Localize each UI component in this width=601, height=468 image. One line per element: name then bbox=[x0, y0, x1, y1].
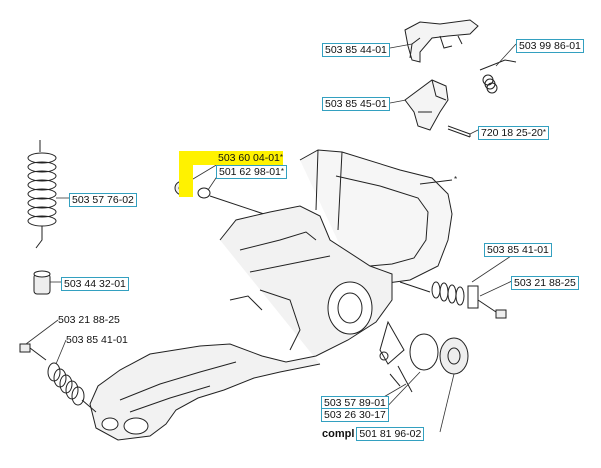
right-spring-drawing bbox=[399, 281, 507, 319]
asterisk: * bbox=[542, 128, 547, 137]
part-label: 503 21 88-25 bbox=[511, 276, 579, 290]
part-label: 503 44 32-01 bbox=[61, 277, 129, 291]
compl-label: compl bbox=[322, 428, 355, 440]
part-number: 720 18 25-20 bbox=[481, 127, 543, 139]
part-label: 503 21 88-25 bbox=[56, 314, 122, 326]
part-label: 503 26 30-17 bbox=[321, 408, 389, 422]
small-spring-drawing bbox=[479, 59, 517, 94]
part-number: 503 60 04-01 bbox=[218, 152, 280, 164]
main-housing-drawing bbox=[89, 149, 453, 441]
throttle-lock-drawing bbox=[404, 79, 449, 131]
asterisk-label: * bbox=[452, 174, 459, 186]
part-label: 503 85 44-01 bbox=[322, 43, 390, 57]
part-label: 501 62 98-01* bbox=[216, 165, 288, 179]
part-number: 503 85 41-01 bbox=[487, 244, 549, 256]
asterisk: * bbox=[279, 153, 284, 162]
asterisk: * bbox=[280, 167, 285, 176]
asterisk: * bbox=[454, 175, 458, 184]
part-number: 503 99 86-01 bbox=[519, 40, 581, 52]
highlight-mark bbox=[179, 151, 283, 165]
trigger-part-drawing bbox=[404, 19, 479, 63]
part-label: 503 85 45-01 bbox=[322, 97, 390, 111]
pin-drawing bbox=[447, 125, 471, 138]
part-number: 503 85 41-01 bbox=[66, 334, 128, 346]
bushing-drawing bbox=[33, 270, 51, 295]
part-label: 503 57 89-01 bbox=[321, 396, 389, 410]
part-number: 503 85 45-01 bbox=[325, 98, 387, 110]
part-label: 503 99 86-01 bbox=[516, 39, 584, 53]
left-spring-drawing bbox=[19, 343, 97, 413]
part-label: 720 18 25-20* bbox=[478, 126, 550, 140]
coil-spring-drawing bbox=[27, 140, 57, 249]
part-label: 503 85 41-01 bbox=[64, 334, 130, 346]
part-number: 503 21 88-25 bbox=[514, 277, 576, 289]
part-number: 503 26 30-17 bbox=[324, 409, 386, 421]
part-number: 503 57 76-02 bbox=[72, 194, 134, 206]
part-number: 501 81 96-02 bbox=[356, 427, 425, 441]
part-label: 503 57 76-02 bbox=[69, 193, 137, 207]
oring-cap-drawing bbox=[379, 320, 469, 393]
part-number: 503 44 32-01 bbox=[64, 278, 126, 290]
part-number: 501 62 98-01 bbox=[219, 166, 281, 178]
part-number: 503 57 89-01 bbox=[324, 397, 386, 409]
part-label: 503 60 04-01* bbox=[216, 152, 285, 164]
part-number: 503 21 88-25 bbox=[58, 314, 120, 326]
part-number: 503 85 44-01 bbox=[325, 44, 387, 56]
highlight-mark bbox=[179, 151, 193, 197]
part-label: 503 85 41-01 bbox=[484, 243, 552, 257]
